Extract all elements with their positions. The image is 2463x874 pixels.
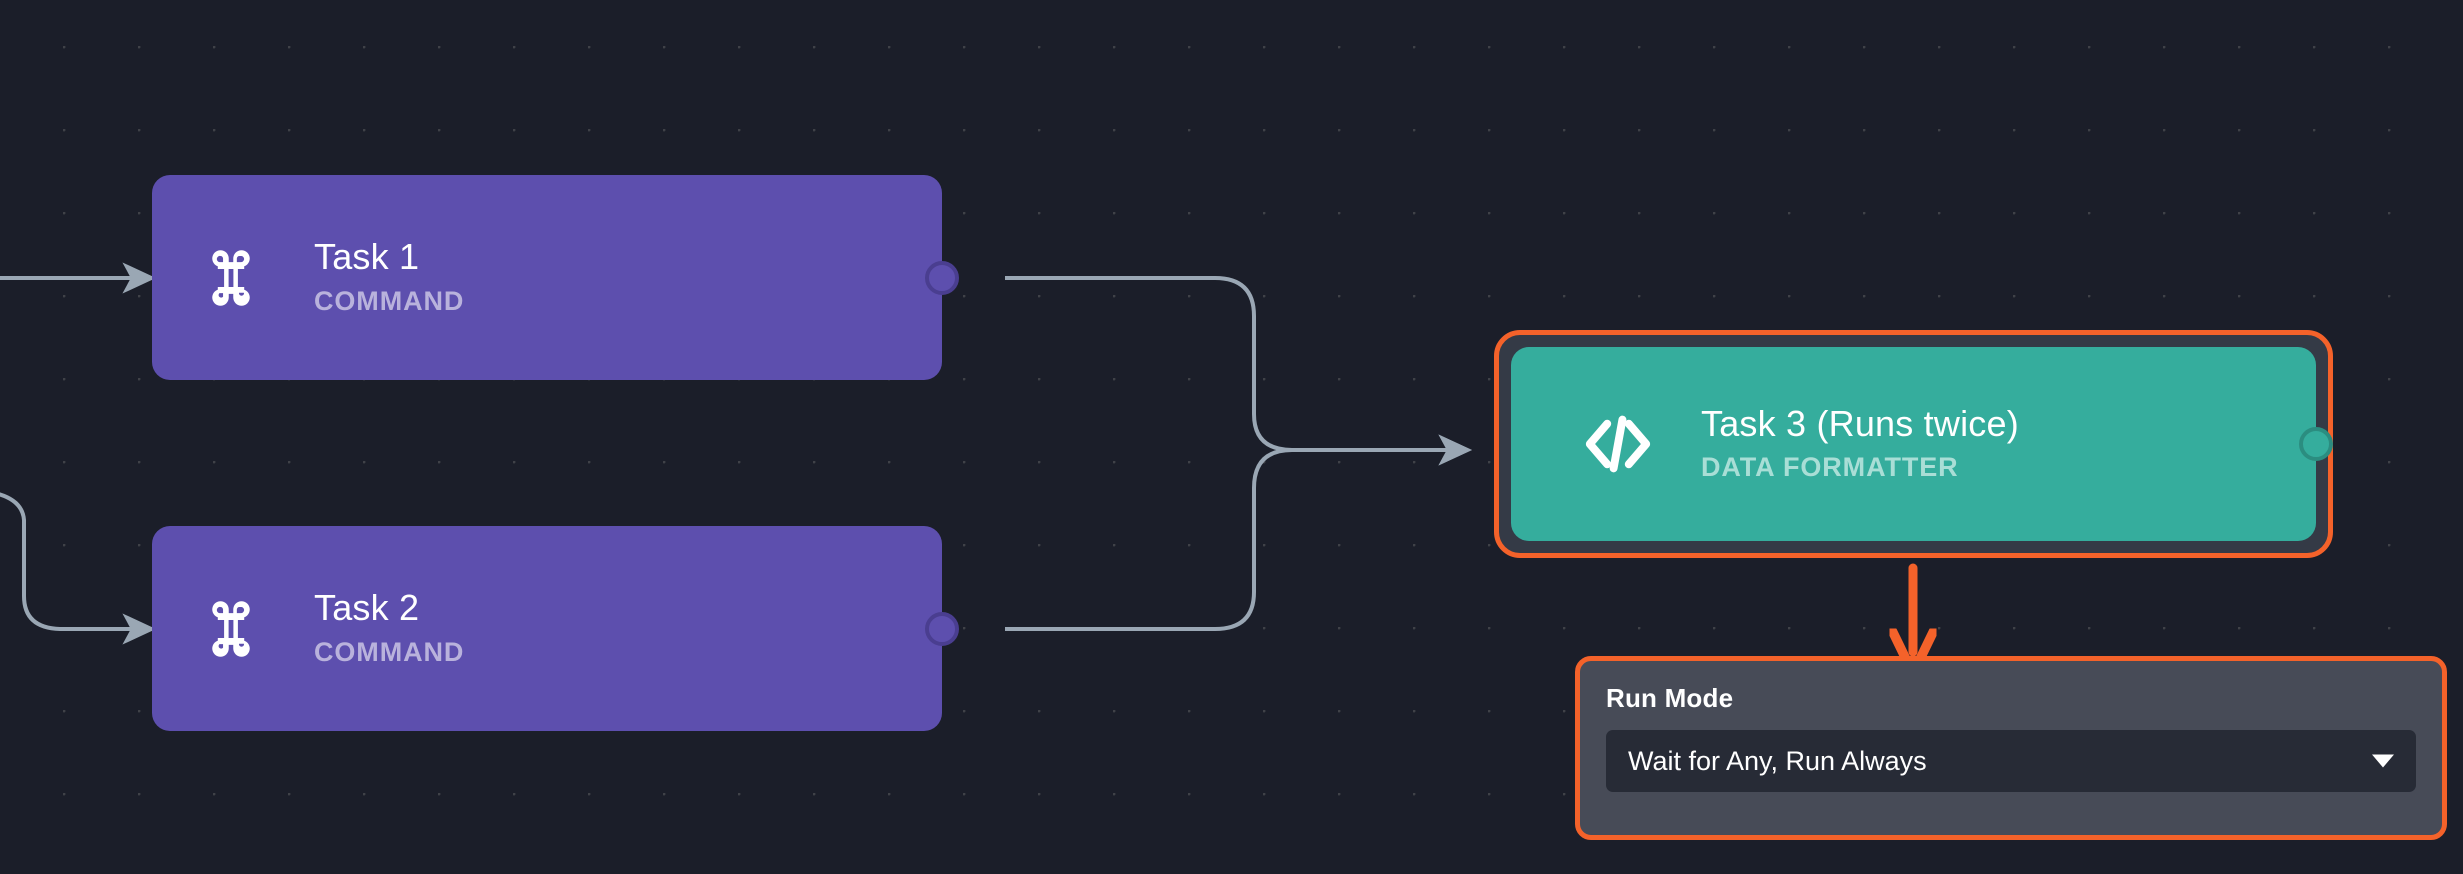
node-subtitle: COMMAND [314,636,465,667]
command-icon [192,239,270,317]
node-title: Task 3 (Runs twice) [1701,402,2019,444]
run-mode-panel[interactable]: Run Mode Wait for Any, Run Always [1575,656,2447,840]
output-port-task-2[interactable] [925,611,959,646]
node-task-3-selection[interactable]: Task 3 (Runs twice) DATA FORMATTER [1494,330,2333,558]
command-icon [192,590,270,668]
node-subtitle: DATA FORMATTER [1701,452,1959,483]
output-port-task-3[interactable] [2299,427,2333,461]
chevron-down-icon[interactable] [2372,754,2394,768]
edge-in-task2 [0,492,156,645]
node-task-1[interactable]: Task 1 COMMAND [152,175,959,380]
node-labels: Task 2 COMMAND [314,587,464,669]
run-mode-select[interactable]: Wait for Any, Run Always [1606,730,2416,792]
node-title: Task 1 [314,236,420,278]
run-mode-selected-value: Wait for Any, Run Always [1628,745,1927,776]
node-task-2[interactable]: Task 2 COMMAND [152,526,959,731]
edge-task1-task3 [1005,276,1472,466]
output-port-task-1[interactable] [925,260,959,295]
run-mode-label: Run Mode [1606,683,1734,713]
code-brackets-icon [1579,405,1657,483]
node-subtitle: COMMAND [314,285,465,316]
node-task-3[interactable]: Task 3 (Runs twice) DATA FORMATTER [1511,347,2333,541]
node-labels: Task 1 COMMAND [314,236,464,318]
node-labels: Task 3 (Runs twice) DATA FORMATTER [1701,403,2019,485]
node-title: Task 2 [314,587,420,629]
edge-task2-task3 [1005,434,1472,631]
